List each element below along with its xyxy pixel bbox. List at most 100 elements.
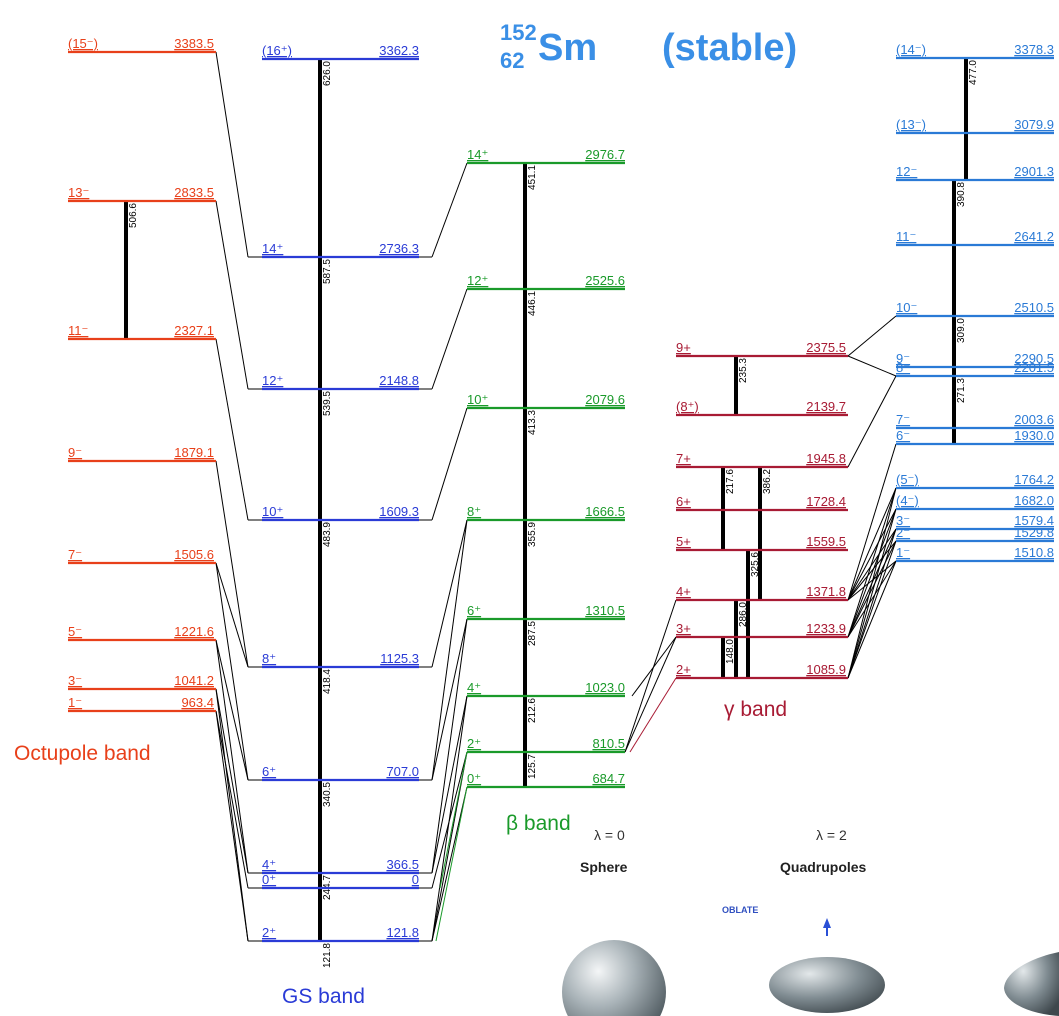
level-spin: 1⁻	[68, 695, 82, 710]
lambda2-name: Quadrupoles	[780, 859, 867, 875]
level-right: 2⁻1529.8	[896, 525, 1054, 543]
level-spin: (5⁻)	[896, 472, 919, 487]
prolate-shape	[1004, 952, 1059, 1016]
level-gamma: 2+1085.9	[676, 662, 848, 680]
level-energy: 3362.3	[379, 43, 419, 58]
level-energy: 121.8	[386, 925, 419, 940]
level-energy: 1728.4	[806, 494, 846, 509]
level-energy: 1579.4	[1014, 513, 1054, 528]
level-energy: 1023.0	[585, 680, 625, 695]
transition-arrow: 286.0	[734, 600, 749, 678]
link-line	[847, 355, 897, 377]
level-spin: (16⁺)	[262, 43, 292, 58]
transition-arrow: 217.6	[721, 467, 736, 550]
link-line	[215, 562, 249, 781]
level-energy: 1233.9	[806, 621, 846, 636]
link-line	[215, 688, 249, 942]
level-octupole: (15⁻) 3383.5	[68, 36, 216, 54]
transition-arrow: 355.9	[523, 520, 538, 619]
level-spin: (15⁻)	[68, 36, 98, 51]
level-right: (4⁻)1682.0	[896, 493, 1054, 511]
level-energy: 2148.8	[379, 373, 419, 388]
level-octupole: 5⁻1221.6	[68, 624, 216, 642]
transition-energy: 418.4	[322, 669, 333, 694]
title-z: 62	[500, 48, 524, 73]
transition-energy: 121.8	[322, 943, 333, 968]
level-right: 12⁻2901.3	[896, 164, 1054, 182]
level-beta: 0⁺684.7	[467, 771, 625, 789]
transition-arrow: 626.0	[318, 59, 333, 257]
level-spin: 11⁻	[896, 229, 916, 244]
level-gs: 10⁺1609.3	[262, 504, 419, 522]
lambda2-label: λ = 2	[816, 827, 847, 843]
level-spin: 1⁻	[896, 545, 910, 560]
level-beta: 10⁺2079.6	[467, 392, 625, 410]
level-spin: 12⁺	[262, 373, 283, 388]
level-spin: 3⁻	[896, 513, 910, 528]
level-energy: 1371.8	[806, 584, 846, 599]
level-right: 8⁻2201.5	[896, 360, 1054, 378]
level-energy: 1930.0	[1014, 428, 1054, 443]
level-energy: 3383.5	[174, 36, 214, 51]
level-spin: 8⁻	[896, 360, 910, 375]
level-gamma: 3+1233.9	[676, 621, 848, 639]
transition-arrow: 506.6	[124, 201, 139, 339]
link-line	[847, 487, 897, 638]
link-line	[431, 695, 468, 942]
transition-arrow: 340.5	[318, 780, 333, 873]
level-energy: 1764.2	[1014, 472, 1054, 487]
transition-energy: 340.5	[322, 782, 333, 807]
level-energy: 810.5	[592, 736, 625, 751]
level-spin: 10⁺	[467, 392, 488, 407]
transition-arrow: 271.3	[952, 376, 967, 444]
level-spin: 6+	[676, 494, 691, 509]
band-name-gs: GS band	[282, 985, 365, 1008]
link-line	[215, 639, 249, 781]
level-energy: 1666.5	[585, 504, 625, 519]
link-line	[431, 162, 468, 258]
link-line	[431, 519, 468, 668]
level-energy: 0	[412, 872, 419, 887]
level-energy: 963.4	[181, 695, 214, 710]
level-energy: 1529.8	[1014, 525, 1054, 540]
shape-illustration: λ = 0 Sphere λ = 2 Quadrupoles OBLATE	[562, 827, 1059, 1016]
level-energy: 1125.3	[380, 651, 419, 666]
transition-arrow: 212.6	[523, 696, 538, 752]
transition-arrow: 446.1	[523, 289, 538, 408]
transition-energy: 483.9	[322, 522, 333, 547]
transition-arrow: 325.6	[746, 550, 761, 678]
level-spin: 12⁻	[896, 164, 917, 179]
level-gs: (16⁺) 3362.3	[262, 43, 419, 61]
level-gs: 6⁺707.0	[262, 764, 419, 782]
level-energy: 1559.5	[806, 534, 846, 549]
level-energy: 1945.8	[806, 451, 846, 466]
level-gs: 0⁺0	[262, 872, 419, 890]
link-line	[629, 677, 677, 753]
level-octupole: 13⁻2833.5	[68, 185, 216, 203]
level-right: 9⁻2290.5	[896, 351, 1054, 369]
level-spin: 7+	[676, 451, 691, 466]
level-beta: 14⁺2976.7	[467, 147, 625, 165]
transition-arrow: 477.0	[964, 58, 979, 180]
transition-energy: 539.5	[322, 391, 333, 416]
transition-energy: 477.0	[968, 60, 979, 85]
level-spin: 10⁻	[896, 300, 917, 315]
level-spin: 6⁻	[896, 428, 910, 443]
level-spin: 12⁺	[467, 273, 488, 288]
level-energy: 2976.7	[585, 147, 625, 162]
link-line	[847, 560, 897, 601]
level-spin: 11⁻	[68, 323, 88, 338]
level-spin: 0⁺	[467, 771, 481, 786]
level-energy: 3378.3	[1014, 42, 1054, 57]
level-gs: 2⁺121.8	[262, 925, 419, 943]
gamma-transitions: 626.0587.5539.5483.9418.4340.5244.7121.8…	[124, 58, 979, 968]
level-energy: 1510.8	[1014, 545, 1054, 560]
transition-energy: 212.6	[527, 698, 538, 723]
level-octupole: 9⁻1879.1	[68, 445, 216, 463]
link-line	[847, 528, 897, 638]
level-gamma: 5+1559.5	[676, 534, 848, 552]
transition-energy: 287.5	[527, 621, 538, 646]
level-energy: 2327.1	[174, 323, 214, 338]
level-spin: 6⁺	[467, 603, 481, 618]
level-octupole: 1⁻ 963.4	[68, 695, 216, 713]
